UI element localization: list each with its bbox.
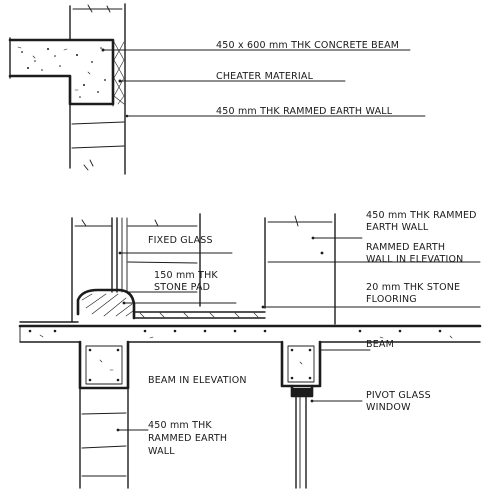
top-concrete-beam [8, 37, 115, 106]
label-beam-in-elevation: BEAM IN ELEVATION [148, 375, 247, 386]
label-rammed-earth-wall-right-line2: EARTH WALL [366, 222, 429, 233]
upper-right-rammed-earth-wall [264, 213, 336, 325]
label-rammed-earth-wall-bottom-line2: RAMMED EARTH [148, 433, 227, 444]
label-fixed-glass: FIXED GLASS [148, 235, 213, 246]
label-rammed-earth-wall-right-line1: 450 mm THK RAMMED [366, 210, 477, 221]
top-leader-lines [101, 48, 426, 117]
label-rammed-earth-wall-bottom-line3: WALL [148, 446, 175, 457]
stone-pad [76, 288, 136, 320]
label-concrete-beam: 450 x 600 mm THK CONCRETE BEAM [216, 40, 399, 51]
bottom-leader-lines [117, 237, 481, 431]
label-stone-pad-line1: 150 mm THK [154, 270, 218, 281]
pivot-glass-window [290, 384, 314, 489]
upper-left-rammed-earth-wall [71, 213, 201, 323]
top-detail: 450 x 600 mm THK CONCRETE BEAM CHEATER M… [8, 3, 426, 175]
top-rammed-earth-wall [69, 3, 129, 175]
stone-flooring [19, 305, 266, 327]
label-pivot-glass-line1: PIVOT GLASS [366, 390, 431, 401]
label-wall-in-elevation-line2: WALL IN ELEVATION [366, 254, 463, 265]
label-stone-flooring-line1: 20 mm THK STONE [366, 282, 460, 293]
label-stone-pad-line2: STONE PAD [154, 282, 210, 293]
label-stone-flooring-line2: FLOORING [366, 294, 417, 305]
label-cheater-material: CHEATER MATERIAL [216, 71, 314, 82]
label-beam: BEAM [366, 339, 394, 350]
lower-left-rammed-earth-wall [79, 387, 129, 489]
slab-and-beam-in-elevation [18, 324, 482, 390]
bottom-detail: FIXED GLASS 450 mm THK RAMMED EARTH WALL… [18, 210, 482, 489]
label-wall-in-elevation-line1: RAMMED EARTH [366, 242, 445, 253]
label-rammed-earth-wall-top: 450 mm THK RAMMED EARTH WALL [216, 106, 393, 117]
label-pivot-glass-line2: WINDOW [366, 402, 411, 413]
label-rammed-earth-wall-bottom-line1: 450 mm THK [148, 420, 212, 431]
